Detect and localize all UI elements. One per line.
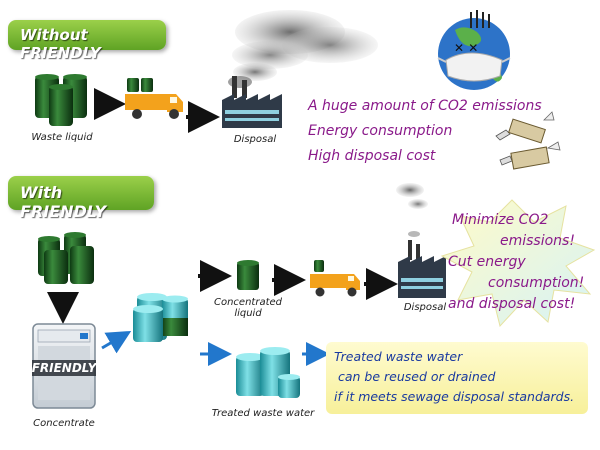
benefit-line-3: Cut energy (448, 254, 526, 270)
effect-energy: Energy consumption (308, 123, 453, 139)
benefit-line-5: and disposal cost! (448, 296, 576, 312)
drum-icon-input (38, 232, 94, 284)
svg-text:✕ ✕: ✕ ✕ (454, 41, 478, 55)
drum-icon-concentrated-liquid (237, 260, 259, 290)
concentrate-caption: Concentrate (33, 418, 95, 429)
with-heading: With FRIENDLY (8, 176, 154, 221)
truck-icon (310, 260, 360, 297)
concentrator-device-icon (32, 323, 96, 409)
smoke-cloud-icon (228, 10, 378, 88)
flying-money-icon (495, 111, 561, 170)
disposal-caption-2: Disposal (403, 302, 447, 313)
treated-water-caption: Treated waste water (211, 408, 315, 419)
benefit-line-2: emissions! (500, 233, 575, 249)
concentrated-liquid-line-1: Concentrated (213, 297, 282, 308)
smoke-cloud-icon (396, 183, 428, 237)
without-heading: Without FRIENDLY (8, 20, 166, 62)
starburst-icon (440, 199, 596, 328)
effect-cost: High disposal cost (308, 148, 436, 164)
concentrated-liquid-caption: Concentrated liquid (206, 297, 290, 319)
benefit-line-1: Minimize CO2 (452, 212, 549, 228)
benefit-line-4: consumption! (488, 275, 585, 291)
note-line-1: Treated waste water (334, 349, 463, 364)
device-label: FRIENDLY (32, 361, 98, 375)
effect-co2: A huge amount of CO2 emissions (308, 98, 542, 114)
treated-water-note: Treated waste water can be reused or dra… (326, 342, 588, 414)
earth-mask-icon: ✕ ✕ (437, 10, 511, 90)
arrow-icon (101, 330, 132, 354)
truck-icon (125, 78, 183, 119)
factory-icon (222, 76, 282, 128)
drum-icon-waste-liquid (35, 74, 87, 126)
drum-icon-treated-water (236, 347, 300, 398)
note-line-3: if it meets sewage disposal standards. (334, 389, 575, 404)
concentrated-liquid-line-2: liquid (234, 308, 262, 319)
disposal-caption: Disposal (233, 134, 277, 145)
factory-icon (398, 240, 446, 298)
drum-icon-concentrate (133, 293, 188, 342)
waste-liquid-caption: Waste liquid (31, 132, 93, 143)
note-line-2: can be reused or drained (334, 369, 496, 384)
